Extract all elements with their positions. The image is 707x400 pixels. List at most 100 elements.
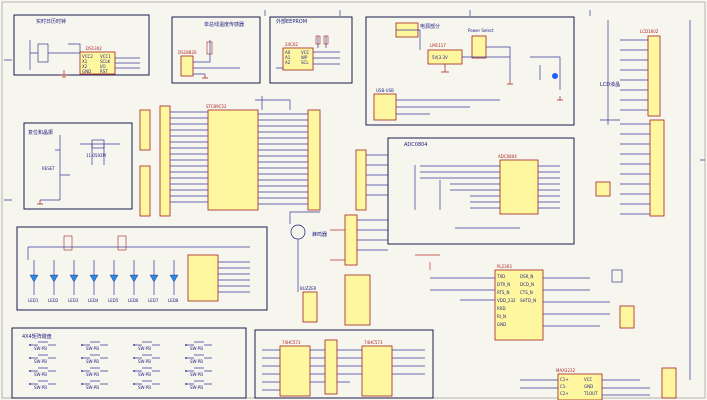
digit-header	[324, 339, 338, 395]
led-label: LED1	[28, 298, 39, 303]
led-diode	[49, 274, 59, 283]
usb-uart-block: PL2303 TXD DTR_N RTS_N VDD_232 RXD RI_N …	[430, 264, 635, 341]
keypad-switch[interactable]	[82, 380, 108, 385]
keypad-switch[interactable]	[82, 367, 108, 372]
regulator-label: 5V|3.3V	[432, 55, 448, 60]
dip-switch[interactable]	[344, 274, 371, 326]
buzzer-label: BUZZER	[300, 286, 317, 291]
lcd-pot	[595, 181, 611, 197]
keypad-label: SW-PB	[34, 372, 47, 377]
power-switch-label: Power Select	[468, 28, 494, 33]
keypad-switch[interactable]	[186, 380, 212, 385]
keypad-switch[interactable]	[30, 367, 56, 372]
eeprom-pin: VCC	[301, 50, 310, 55]
keypad-switch[interactable]	[82, 341, 108, 346]
reset-block: 复位和晶振 RESET 11.0592M	[23, 122, 133, 210]
digit-latch-a-ref: 74HC573	[282, 340, 301, 345]
header-right	[307, 109, 321, 211]
matrix-title: 4X4矩阵键盘	[22, 333, 52, 340]
led-diode	[149, 274, 159, 283]
led-frame	[16, 226, 268, 311]
eeprom-pin: WP	[301, 55, 308, 60]
keypad-switch[interactable]	[134, 341, 160, 346]
rtc-title: 实时日历时钟	[36, 18, 66, 25]
keypad-label: SW-PB	[34, 385, 47, 390]
keypad-label: SW-PB	[86, 346, 99, 351]
header-p1	[139, 109, 151, 151]
eeprom-pin: SCL	[301, 60, 309, 65]
keypad-switch[interactable]	[186, 341, 212, 346]
matrix-block: 4X4矩阵键盘 SW-PB SW-PB SW-PB SW-PB SW-PB SW-PB SW…	[11, 327, 247, 399]
keypad-label: SW-PB	[138, 346, 151, 351]
ds18b20-ref: DS18B20	[178, 50, 197, 55]
keypad-switch[interactable]	[134, 380, 160, 385]
keypad-switch[interactable]	[30, 380, 56, 385]
buzzer	[302, 291, 318, 323]
led-diode	[69, 274, 79, 283]
eeprom-pin: A1	[285, 55, 291, 60]
max3232-pin: C1-	[560, 384, 567, 389]
usb-crystal	[611, 269, 623, 283]
reset-label: RESET	[42, 166, 55, 171]
digit-latch-b-ref: 74HC573	[364, 340, 383, 345]
keypad-switch[interactable]	[186, 367, 212, 372]
led-diode	[89, 274, 99, 283]
digit-frame	[254, 329, 434, 399]
keypad-switch[interactable]	[30, 354, 56, 359]
ds1302-pin: RST	[100, 69, 108, 74]
buzzer-transistor	[290, 224, 306, 240]
ds1302-ref: DS1302	[86, 46, 102, 51]
crystal-label: 11.0592M	[86, 153, 107, 158]
usb-connector	[373, 93, 397, 121]
led-label: LED8	[168, 298, 179, 303]
led-label: LED3	[68, 298, 79, 303]
digit-latch-a	[279, 345, 311, 397]
db9-connector	[661, 367, 677, 399]
led-diode	[169, 274, 179, 283]
keypad-label: SW-PB	[138, 372, 151, 377]
keypad-switch[interactable]	[30, 341, 56, 346]
led-latch-chip	[187, 254, 219, 302]
reset-title: 复位和晶振	[28, 129, 53, 136]
header-p3	[139, 165, 151, 217]
keypad-switch[interactable]	[134, 367, 160, 372]
max232-block: MAX3232 C1+ C1- C2+ VCC GND T1OUT	[520, 367, 677, 400]
mcu-ref: STC89C52	[206, 104, 227, 109]
usb-port	[619, 305, 635, 329]
max3232-pin: T1OUT	[583, 391, 598, 396]
eeprom-block: 外部EEPROM 24C02 A0 A1 A2 VCC WP SCL	[269, 16, 353, 84]
header-left	[159, 105, 171, 217]
24c02-ref: 24C02	[285, 42, 298, 47]
adc-header	[355, 149, 367, 211]
led-label: LED7	[148, 298, 159, 303]
adc-chip	[499, 159, 539, 215]
power-switch[interactable]	[471, 35, 487, 59]
power-title: 电源部分	[420, 23, 440, 30]
max3232-pin: GND	[584, 384, 593, 389]
ds1302-pin: GND	[82, 69, 91, 74]
keypad-label: SW-PB	[34, 346, 47, 351]
keypad-label: SW-PB	[190, 359, 203, 364]
keypad-label: SW-PB	[138, 359, 151, 364]
lcd-header-2	[649, 119, 665, 217]
keypad-switch[interactable]	[186, 354, 212, 359]
buzzer-title: 蜂鸣器	[312, 231, 327, 238]
eeprom-pin: A2	[285, 60, 291, 65]
keypad-switch[interactable]	[134, 354, 160, 359]
keypad-switch[interactable]	[82, 354, 108, 359]
temp-frame	[171, 16, 261, 84]
adc-frame	[387, 137, 575, 245]
adc-ref: ADC0804	[498, 154, 517, 159]
reset-frame	[23, 122, 133, 210]
ds1302-pin: X1	[82, 59, 88, 64]
ds1302-pin: SCLK	[100, 59, 111, 64]
adc-title: ADC0804	[404, 142, 428, 148]
rtc-block: 实时日历时钟 DS1302 VCC2 X1 X2 GND VCC1 SCLK I…	[13, 14, 150, 78]
pl2303-pin: DSR_N	[520, 274, 533, 279]
led-label: LED2	[48, 298, 59, 303]
led-label: LED5	[108, 298, 119, 303]
eeprom-pin: A0	[285, 50, 291, 55]
max3232-pin: VCC	[584, 377, 593, 382]
max3232-ref: MAX3232	[556, 368, 576, 373]
